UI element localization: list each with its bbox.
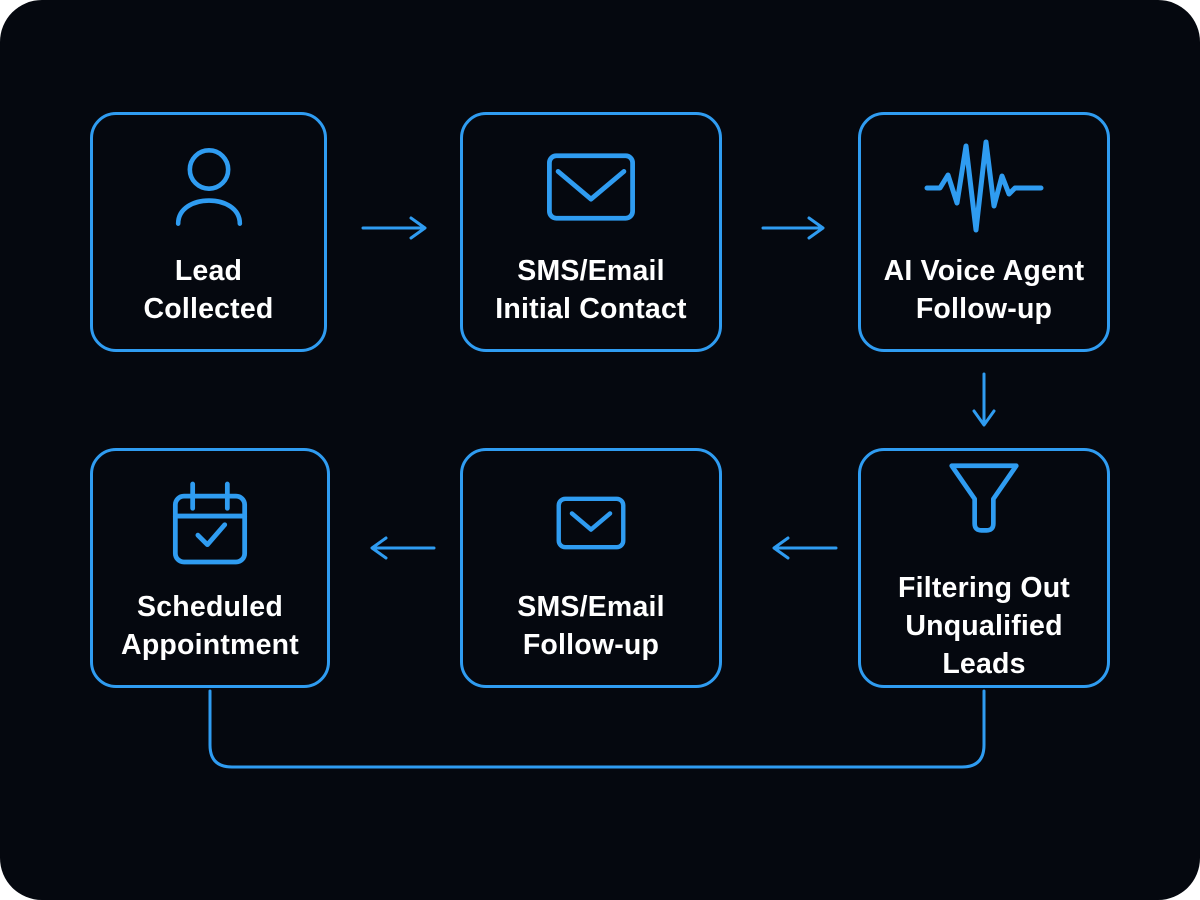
node-ai-voice-agent-follow-up: AI Voice Agent Follow-up [858,112,1110,352]
node-label: AI Voice Agent Follow-up [883,255,1085,325]
node-label: SMS/Email Initial Contact [495,255,687,325]
node-scheduled-appointment: Scheduled Appointment [90,448,330,688]
envelope-icon [547,471,635,575]
node-label: Filtering Out Unqualified Leads [898,572,1070,680]
node-sms-email-follow-up: SMS/Email Follow-up [460,448,722,688]
node-label: Scheduled Appointment [121,591,299,661]
waveform-icon [922,135,1046,239]
envelope-icon [539,135,643,239]
node-lead-collected: Lead Collected [90,112,327,352]
node-label: SMS/Email Follow-up [517,591,665,661]
person-icon [159,135,259,239]
node-label: Lead Collected [143,255,274,325]
calendar-check-icon [158,471,262,575]
node-sms-email-initial-contact: SMS/Email Initial Contact [460,112,722,352]
funnel-icon [933,452,1035,556]
node-filtering-out-unqualified-leads: Filtering Out Unqualified Leads [858,448,1110,688]
